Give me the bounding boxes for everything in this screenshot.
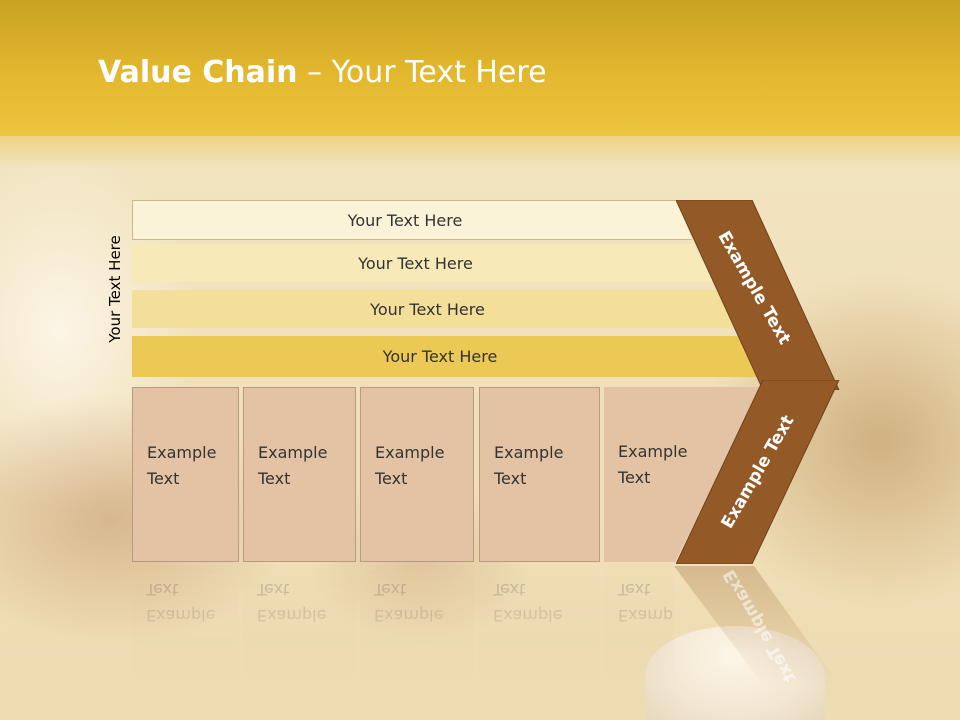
column-3-line-2: Text bbox=[375, 469, 408, 488]
column-3-reflection-line-1: Example bbox=[374, 606, 444, 625]
value-bar-4[interactable]: Your Text Here bbox=[132, 336, 764, 377]
column-2-line-2: Text bbox=[258, 469, 291, 488]
slide-title-rest: – Your Text Here bbox=[297, 55, 547, 90]
column-5-reflection-line-2: Text bbox=[618, 580, 651, 599]
column-2-reflection-line-1: Example bbox=[257, 606, 327, 625]
column-3-reflection-line-2: Text bbox=[374, 580, 407, 599]
chevron-upper-arrow[interactable] bbox=[676, 200, 840, 390]
activity-column-4[interactable]: Example Text bbox=[479, 387, 600, 562]
value-bar-3-label: Your Text Here bbox=[370, 299, 485, 319]
value-bar-4-label: Your Text Here bbox=[382, 347, 498, 366]
side-label[interactable]: Your Text Here bbox=[106, 235, 124, 343]
title-banner bbox=[0, 0, 960, 136]
column-1-reflection-line-1: Example bbox=[146, 606, 216, 625]
column-5-reflection-line-1: Example bbox=[618, 606, 688, 625]
activity-column-3[interactable]: Example Text bbox=[360, 387, 474, 562]
column-4-line-1: Example bbox=[494, 443, 564, 462]
column-3-line-1: Example bbox=[375, 443, 445, 462]
column-1-line-1: Example bbox=[147, 443, 217, 462]
column-5-line-2: Text bbox=[618, 468, 651, 487]
column-3-reflection: Example Text bbox=[360, 566, 474, 686]
column-2-line-1: Example bbox=[258, 443, 328, 462]
value-bar-2[interactable]: Your Text Here bbox=[132, 244, 715, 282]
activity-column-1[interactable]: Example Text bbox=[132, 387, 239, 562]
column-5-line-1: Example bbox=[618, 442, 688, 461]
value-bar-1[interactable]: Your Text Here bbox=[132, 200, 692, 240]
value-bar-1-label: Your Text Here bbox=[347, 210, 463, 230]
column-5-reflection: Example Text bbox=[604, 566, 688, 686]
chevron-lower-arrow[interactable] bbox=[676, 380, 840, 564]
slide-title[interactable]: Value Chain – Your Text Here bbox=[98, 55, 547, 90]
column-1-reflection-line-2: Text bbox=[146, 580, 179, 599]
slide-title-bold: Value Chain bbox=[98, 55, 298, 90]
value-bar-2-label: Your Text Here bbox=[358, 253, 473, 273]
column-4-line-2: Text bbox=[494, 469, 527, 488]
title-banner-fade bbox=[0, 136, 960, 168]
column-2-reflection-line-2: Text bbox=[257, 580, 290, 599]
column-4-reflection-line-2: Text bbox=[493, 580, 526, 599]
column-1-reflection: Example Text bbox=[132, 566, 239, 686]
column-4-reflection-line-1: Example bbox=[493, 606, 563, 625]
column-1-line-2: Text bbox=[147, 469, 180, 488]
value-bar-3[interactable]: Your Text Here bbox=[132, 290, 739, 328]
coffee-cup-photo bbox=[645, 626, 825, 720]
column-4-reflection: Example Text bbox=[479, 566, 600, 686]
column-2-reflection: Example Text bbox=[243, 566, 356, 686]
activity-column-2[interactable]: Example Text bbox=[243, 387, 356, 562]
